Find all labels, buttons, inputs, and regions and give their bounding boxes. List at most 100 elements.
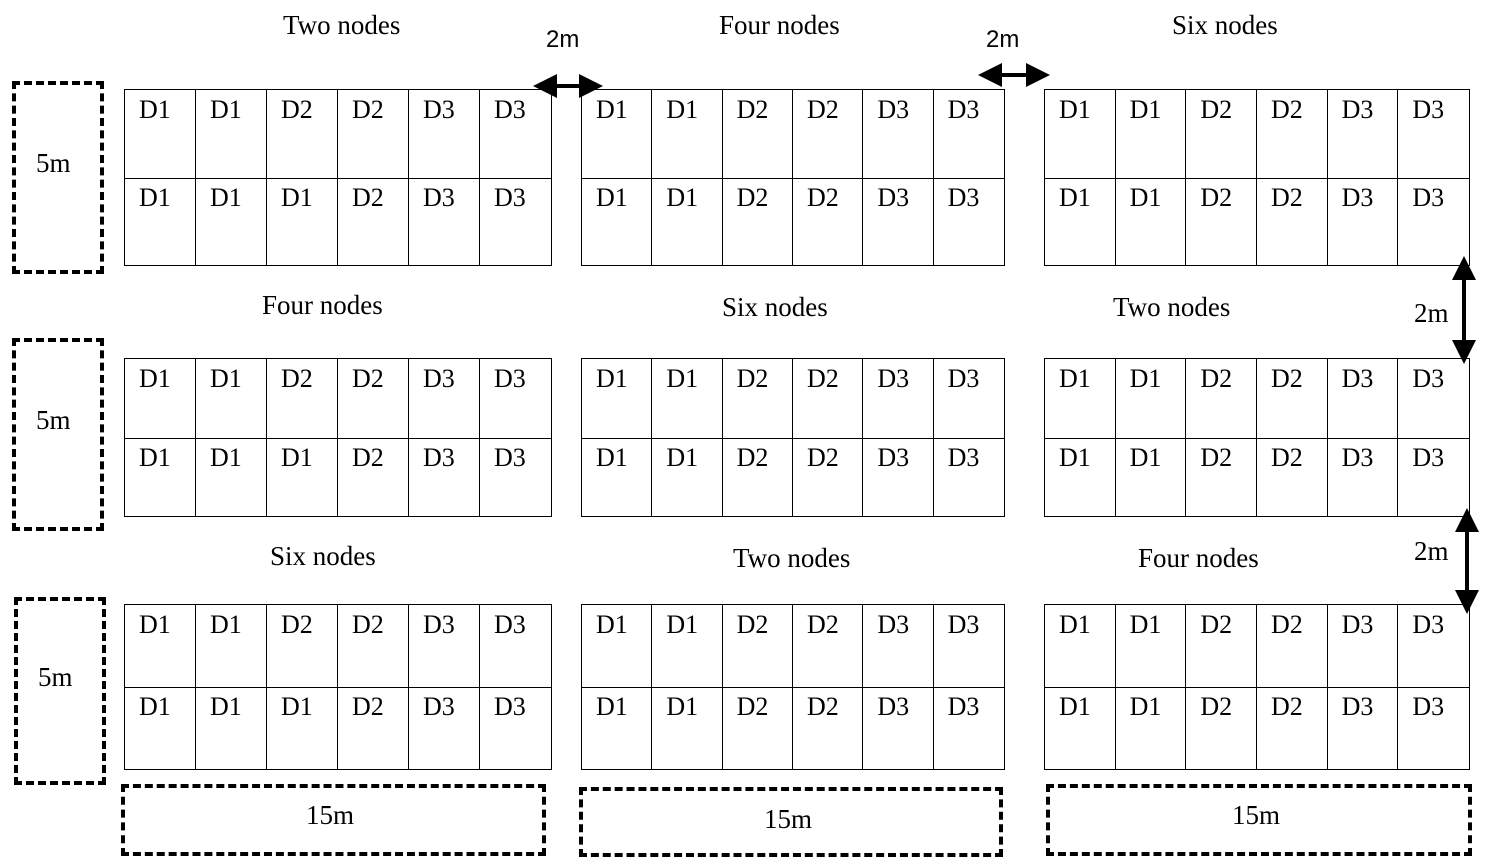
plot-cell: D2 [793,359,864,438]
plot-cell: D3 [409,605,480,687]
plot-cell: D1 [652,605,723,687]
plot-cell: D2 [1186,437,1257,516]
plot-cell: D1 [582,359,653,438]
plot-cell: D3 [863,177,934,265]
plot-cell: D3 [409,687,480,769]
plot-cell: D3 [1328,687,1399,769]
plot-cell: D1 [196,687,267,769]
plot-cell: D2 [1257,687,1328,769]
plot-cell: D3 [947,692,980,721]
plot-height-label: 5m [38,662,73,692]
plot-cell: D2 [723,177,793,265]
plot-title: Four nodes [719,10,840,40]
plot-cell: D1 [125,177,196,265]
plot-cell: D2 [1186,687,1257,769]
row-divider [125,687,551,688]
row-divider [582,437,1004,439]
row-divider [582,687,1004,688]
plot-cell: D3 [947,442,980,472]
plot-cell: D2 [723,437,793,516]
plot-cell: D1 [267,687,338,769]
plot-cell: D3 [1412,95,1445,124]
plot-cell: D3 [494,364,526,393]
plot-cell: D1 [1116,359,1187,438]
plot-cell: D3 [1328,90,1399,178]
plot-cell: D3 [1412,442,1445,472]
plot-cell: D1 [582,90,653,178]
plot-cell: D1 [1045,437,1116,516]
plot-cell: D2 [723,605,793,687]
plot-cell: D2 [1186,605,1257,687]
plot-cell: D2 [793,177,864,265]
spacing-label: 2m [1414,536,1449,566]
plot-cell: D3 [947,182,980,212]
plot-cell: D2 [338,177,409,265]
plot-cell: D1 [1045,605,1116,687]
plot-cell: D1 [1116,687,1187,769]
plot-cell: D3 [409,437,480,516]
plot-cell: D2 [267,359,338,438]
plot-cell: D2 [267,605,338,687]
plot-cell: D2 [1257,177,1328,265]
plot-cell: D1 [1045,359,1116,438]
plot-cell: D1 [1116,605,1187,687]
spacing-label: 2m [1414,298,1449,328]
plot-cell: D1 [582,687,653,769]
plot-cell: D2 [1257,359,1328,438]
plot-cell: D3 [863,437,934,516]
plot-cell: D3 [494,182,526,212]
plot-cell: D3 [409,177,480,265]
spacing-label: 2m [986,26,1020,53]
plot-cell: D1 [125,687,196,769]
row-divider [125,177,551,179]
plot-cell: D3 [947,95,980,124]
plot-cell: D2 [338,687,409,769]
plot-cell: D1 [652,90,723,178]
plot-cell: D1 [125,359,196,438]
plot-cell: D1 [1116,437,1187,516]
plot-cell: D1 [196,359,267,438]
plot-cell: D2 [793,437,864,516]
plot-cell: D1 [196,177,267,265]
plot-cell: D3 [863,687,934,769]
plot-cell: D3 [863,605,934,687]
plot-cell: D3 [1412,610,1445,639]
plot-cell: D1 [1116,177,1187,265]
plot-cell: D3 [1412,182,1445,212]
plot-cell: D2 [1186,359,1257,438]
plot-cell: D3 [1328,605,1399,687]
plot-cell: D1 [267,437,338,516]
plot-cell: D2 [723,359,793,438]
plot-cell: D3 [1328,437,1399,516]
plot-cell: D3 [863,90,934,178]
plot-cell: D3 [947,610,980,639]
plot-height-label: 5m [36,148,71,178]
plot-title: Two nodes [733,543,851,573]
plot-cell: D2 [1186,90,1257,178]
plot-height-label: 5m [36,405,71,435]
plot-cell: D1 [196,437,267,516]
plot-cell: D2 [793,90,864,178]
plot-cell: D1 [582,605,653,687]
plot-cell: D2 [338,437,409,516]
plot-cell: D1 [582,177,653,265]
plot-cell: D3 [863,359,934,438]
plot-cell: D1 [1045,687,1116,769]
plot-height-dimension [12,81,104,274]
plot-cell: D3 [1412,692,1445,721]
plot-cell: D2 [338,605,409,687]
plot-cell: D2 [338,90,409,178]
plot-cell: D1 [652,359,723,438]
plot-cell: D1 [196,605,267,687]
plot-title: Two nodes [1113,292,1231,322]
plot-title: Four nodes [262,290,383,320]
plot-title: Six nodes [722,292,828,322]
plot-cell: D2 [1257,90,1328,178]
